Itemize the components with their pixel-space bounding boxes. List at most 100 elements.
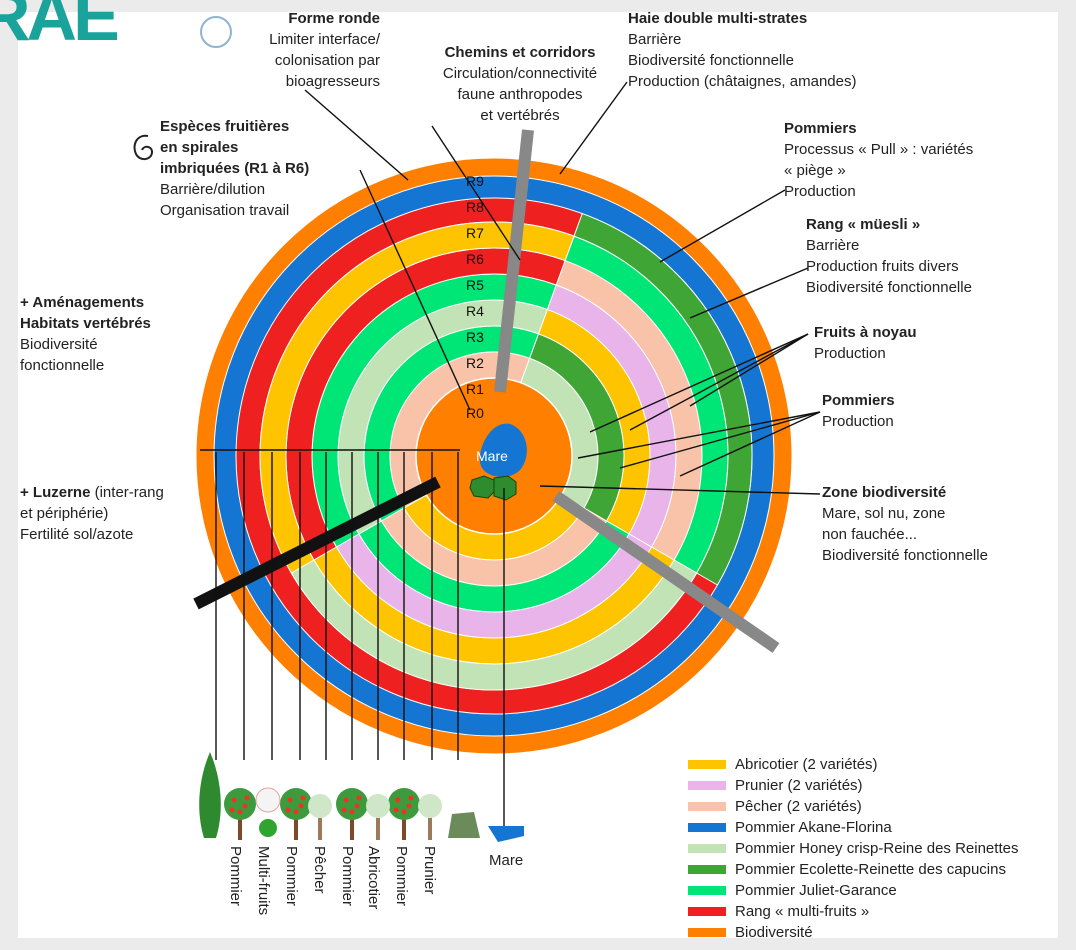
tree-icon (224, 788, 256, 820)
tree-trunk (376, 818, 380, 840)
fruit-dot (354, 803, 360, 809)
annot-line: Production (814, 345, 886, 362)
annot-title: Zone biodiversité (822, 484, 947, 501)
tree-icon (336, 788, 368, 820)
leader-line (659, 189, 786, 263)
fruit-dot (341, 807, 347, 813)
leader-line (629, 333, 809, 431)
leader-line (577, 411, 821, 459)
bottom-label-pommier-4: Pommier (393, 846, 410, 907)
leader-line (589, 333, 809, 433)
bottom-label-multi-fruits: Multi-fruits (255, 846, 272, 916)
bush-shape (469, 475, 497, 499)
circle-shape-icon (200, 16, 232, 48)
ring-label-r9: R9 (466, 173, 484, 189)
leader-lines (200, 81, 821, 830)
tree-trunk (318, 818, 322, 840)
legend-swatch (688, 823, 726, 832)
legend-swatch (688, 865, 726, 874)
fruit-dot (298, 803, 304, 809)
legend-swatch (688, 760, 726, 769)
annot-luzerne: + Luzerne (inter-rang et périphérie) Fer… (20, 482, 164, 545)
tree-icon (199, 752, 221, 838)
annot-title: Pommiers (822, 392, 895, 409)
legend-item: Pommier Ecolette-Reinette des capucins (688, 859, 1018, 880)
ring-sector (573, 212, 753, 586)
pond-icon (488, 826, 524, 842)
legend-swatch (688, 907, 726, 916)
leader-line (679, 411, 821, 477)
fruit-dot (349, 809, 355, 815)
annot-forme-ronde: Forme ronde Limiter interface/ colonisat… (200, 8, 380, 92)
bottom-label-prunier: Prunier (421, 846, 438, 895)
annot-line: Biodiversité fonctionnelle (806, 279, 972, 296)
fruit-dot (293, 809, 299, 815)
annot-title: Forme ronde (288, 10, 380, 27)
fruit-dot (237, 809, 243, 815)
annot-line: Barrière (628, 31, 682, 48)
annot-title: + Luzerne (20, 484, 91, 501)
fruit-dot (356, 795, 362, 801)
annot-title: Chemins et corridors (444, 44, 596, 61)
tree-icon (366, 794, 390, 818)
leader-line (689, 267, 809, 319)
leader-line (431, 125, 521, 261)
tree-illustrations (199, 752, 524, 842)
annot-line: Processus « Pull » : variétés (784, 141, 974, 158)
annot-line: « piège » (784, 162, 846, 179)
annot-line: bioagresseurs (285, 73, 380, 90)
legend-swatch (688, 844, 726, 853)
tree-trunk (402, 818, 406, 840)
ring-label-r4: R4 (466, 303, 484, 319)
fruit-dot (395, 797, 401, 803)
annot-line: et périphérie) (20, 505, 109, 522)
legend-item: Pommier Juliet-Garance (688, 880, 1018, 901)
annot-pommiers-pull: Pommiers Processus « Pull » : variétés «… (784, 118, 973, 202)
annot-pommiers-prod: Pommiers Production (822, 390, 895, 432)
leader-line (539, 485, 821, 495)
fruit-dot (285, 807, 291, 813)
legend-item: Abricotier (2 variétés) (688, 754, 1018, 775)
annot-line: Biodiversité fonctionnelle (822, 547, 988, 564)
annot-title: + Aménagements (20, 294, 145, 311)
fruit-dot (401, 809, 407, 815)
ring-label-r6: R6 (466, 251, 484, 267)
leader-line (559, 81, 628, 175)
logo: RAE (0, 0, 120, 55)
fruit-dot (242, 803, 248, 809)
annot-fruits-noyau: Fruits à noyau Production (814, 322, 917, 364)
leader-line (689, 333, 809, 407)
legend-item: Biodiversité (688, 922, 1018, 943)
annot-title: en spirales (160, 139, 239, 156)
annot-line: Production fruits divers (806, 258, 959, 275)
leader-line (619, 411, 821, 469)
annot-title: Rang « müesli » (806, 216, 921, 233)
bush-shape (493, 475, 517, 501)
ring-sector (259, 221, 575, 574)
legend-item: Prunier (2 variétés) (688, 775, 1018, 796)
fruit-dot (406, 803, 412, 809)
annot-title: Espèces fruitières (160, 118, 290, 135)
bottom-label-pecher: Pêcher (311, 846, 328, 894)
legend-item: Pommier Akane-Florina (688, 817, 1018, 838)
annot-line: Circulation/connectivité (442, 65, 598, 82)
center-mare-label: Mare (476, 448, 508, 464)
fruit-dot (408, 795, 414, 801)
annot-title: Habitats vertébrés (20, 315, 151, 332)
corridor-north (494, 129, 534, 393)
annot-especes: Espèces fruitières en spirales imbriquée… (160, 116, 309, 221)
path-corridors (193, 129, 780, 653)
fruit-dot (393, 807, 399, 813)
annot-muesli: Rang « müesli » Barrière Production frui… (806, 214, 972, 298)
legend-swatch (688, 928, 726, 937)
annot-line: Production (822, 413, 894, 430)
annot-chemins: Chemins et corridors Circulation/connect… (420, 42, 620, 126)
ring-label-r1: R1 (466, 381, 484, 397)
annot-line: faune anthropodes (457, 86, 583, 103)
annot-title: Pommiers (784, 120, 857, 137)
hedge-icon (448, 812, 480, 838)
annot-title: Haie double multi-strates (628, 10, 808, 27)
tree-icon (388, 788, 420, 820)
